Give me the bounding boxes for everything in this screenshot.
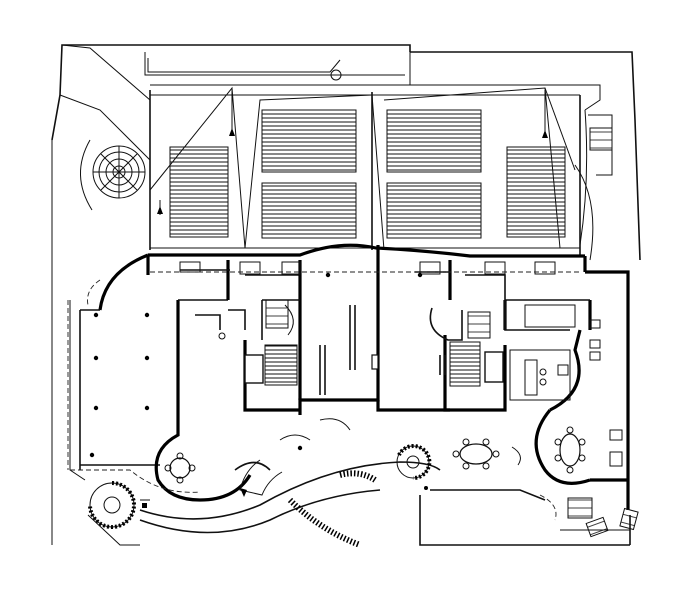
meeting-tables <box>164 426 586 484</box>
dashed-outlines <box>70 271 580 521</box>
round-feature <box>80 139 146 211</box>
site-boundary <box>51 44 641 545</box>
steps-southeast <box>567 497 639 538</box>
entry-features <box>140 418 351 508</box>
table-center-right <box>452 438 500 470</box>
ramp-panels <box>169 109 566 239</box>
table-right <box>554 426 586 474</box>
table-left <box>164 452 196 484</box>
interior-walls <box>179 260 623 467</box>
spiral-stair-center <box>396 444 432 481</box>
exterior-stair-top-right <box>588 114 613 176</box>
structural-columns <box>89 272 428 490</box>
spiral-stair-left <box>87 481 140 546</box>
curved-stair-south <box>287 470 377 548</box>
building-walls <box>67 243 631 546</box>
